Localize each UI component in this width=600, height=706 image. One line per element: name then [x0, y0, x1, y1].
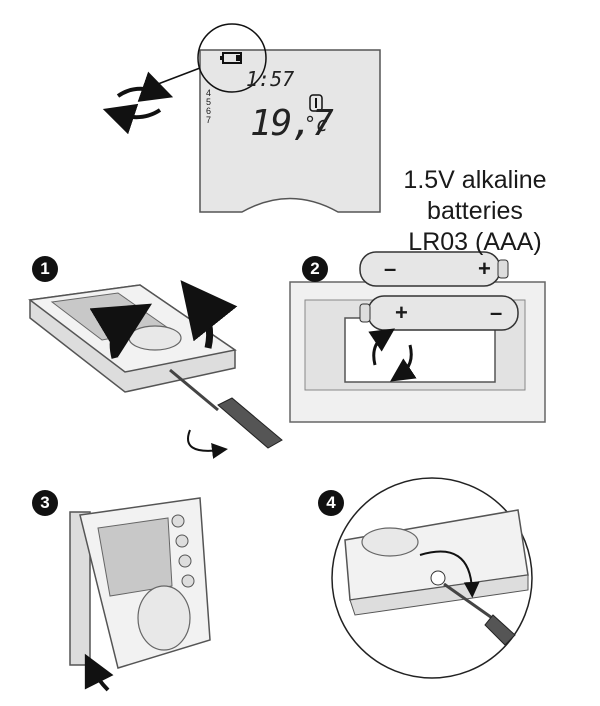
step-badge-2: 2 [302, 256, 328, 282]
lcd-display-panel [157, 23, 381, 213]
low-battery-icon [220, 52, 242, 64]
lcd-time: 1:57 [246, 67, 295, 91]
lcd-day-6: 6 [206, 106, 212, 116]
step-badge-1: 1 [32, 256, 58, 282]
step-badge-4: 4 [318, 490, 344, 516]
step2-illustration [289, 251, 546, 423]
battery-caption-line3: LR03 (AAA) [408, 228, 542, 256]
swap-arrows-icon [102, 71, 174, 135]
screwdriver-icon [169, 368, 283, 449]
step1-illustration [28, 280, 283, 459]
battery-caption-line1: 1.5V alkaline [403, 166, 547, 194]
lcd-day-4: 4 [206, 88, 212, 98]
lcd-temperature: 19,7 [250, 103, 334, 144]
battery-upper-plus: + [478, 256, 491, 281]
battery-upper-minus: – [384, 256, 397, 281]
step4-illustration [331, 477, 533, 679]
lcd-unit: °c [304, 112, 329, 136]
battery-caption: 1.5V alkaline batteries LR03 (AAA) [360, 165, 590, 258]
rotate-arrow-icon [187, 429, 228, 459]
lcd-day-7: 7 [206, 115, 212, 125]
thermometer-icon [309, 94, 323, 112]
lcd-day-5: 5 [206, 97, 212, 107]
battery-lower [359, 295, 519, 331]
battery-upper [359, 251, 509, 287]
battery-caption-line2: batteries [427, 197, 523, 225]
step3-illustration [69, 497, 211, 692]
step-badge-3: 3 [32, 490, 58, 516]
battery-lower-minus: – [490, 300, 503, 325]
battery-lower-plus: + [395, 300, 408, 325]
